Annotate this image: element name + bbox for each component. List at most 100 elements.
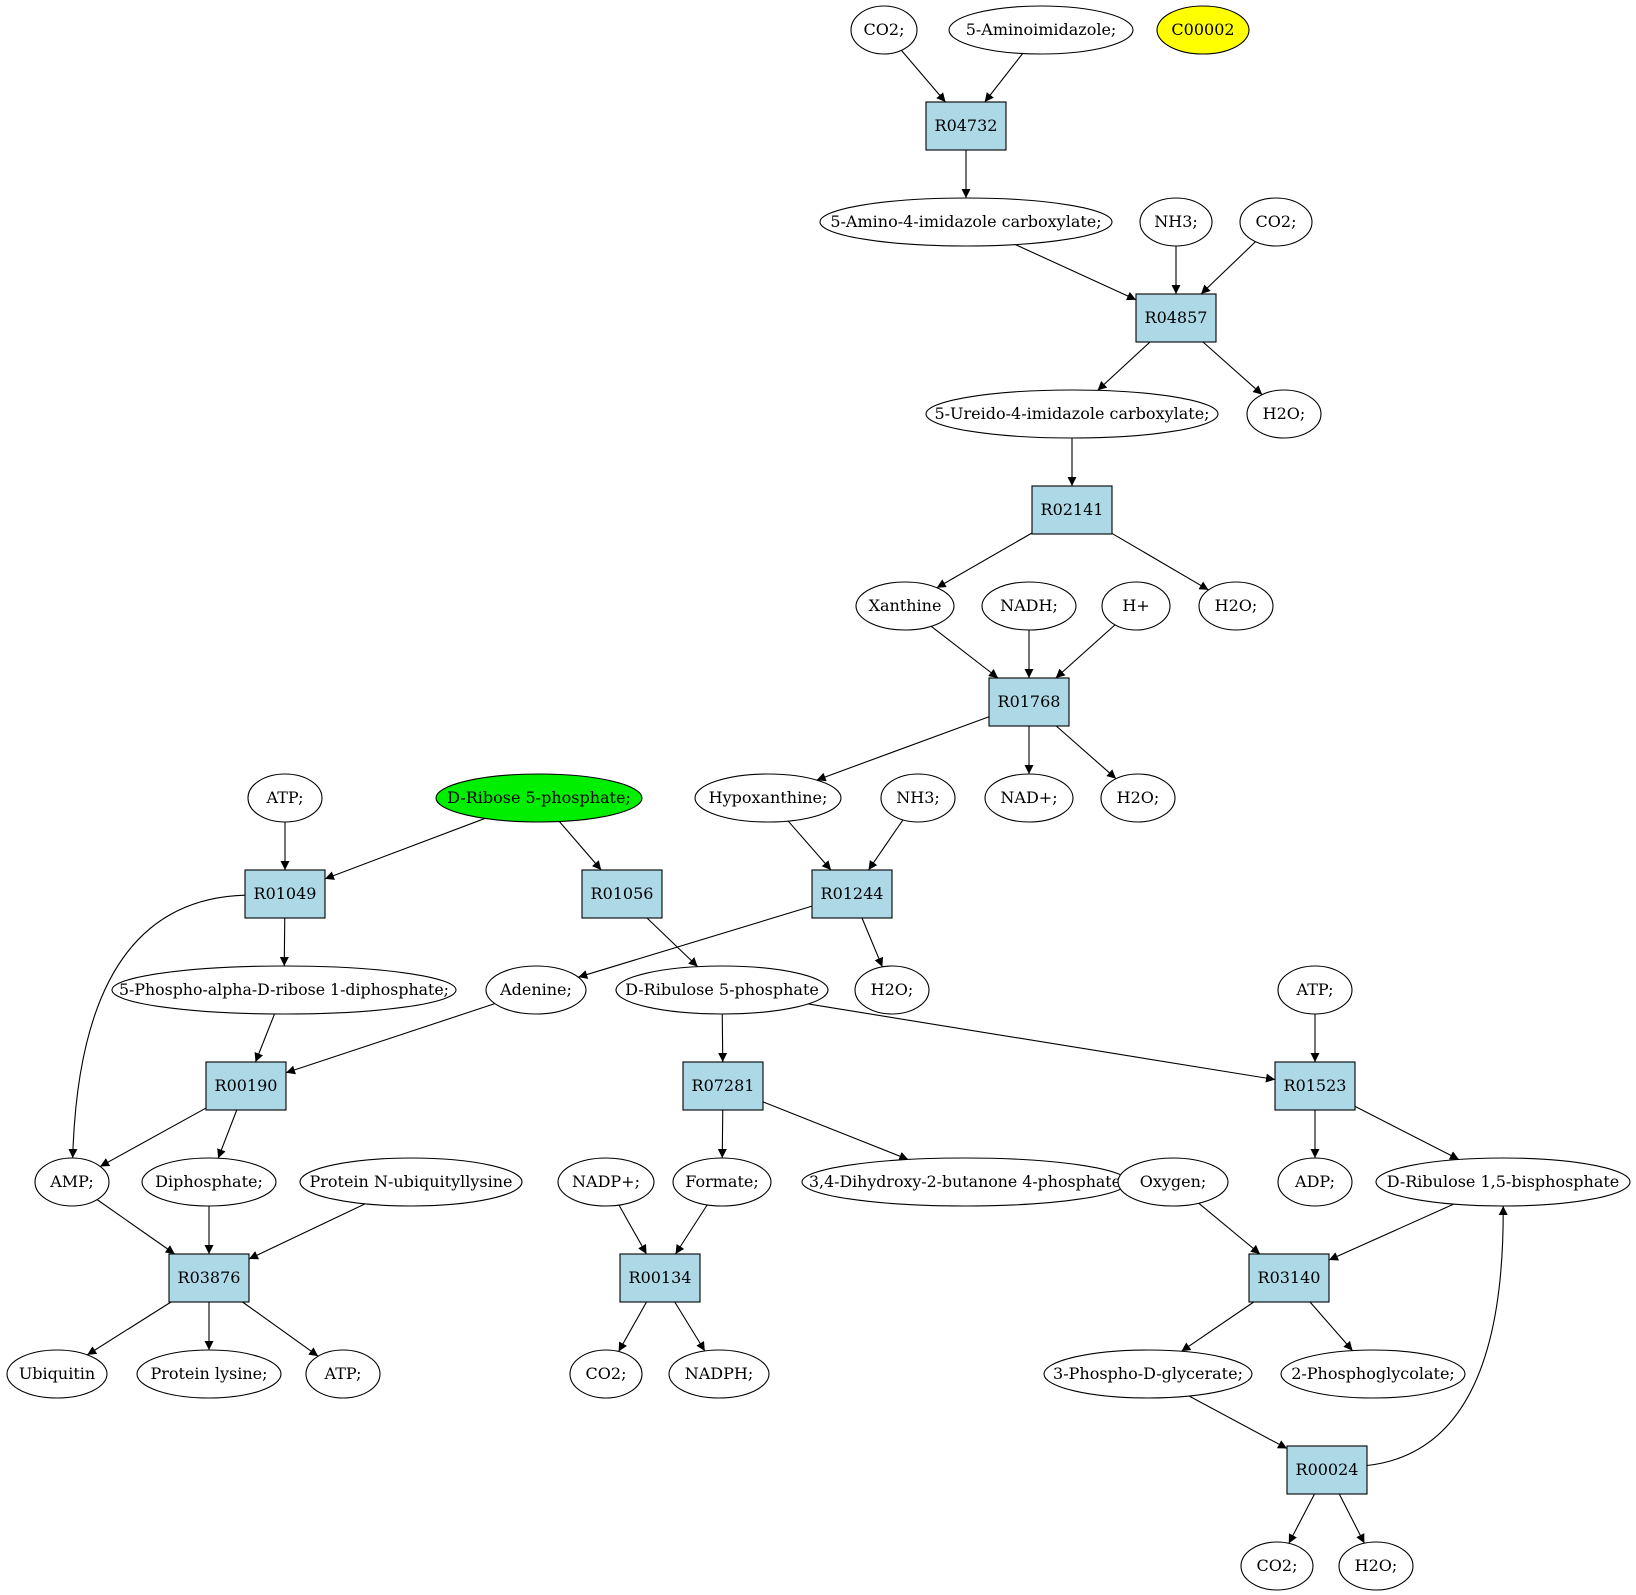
compound-node-dhbp[interactable]: 3,4-Dihydroxy-2-butanone 4-phosphate — [801, 1157, 1129, 1207]
compound-node-atp_a[interactable]: ATP; — [247, 773, 323, 823]
compound-node-ribose5p[interactable]: D-Ribose 5-phosphate; — [435, 773, 643, 823]
compound-node-atp_c[interactable]: ATP; — [305, 1349, 381, 1399]
edge-R01768-to-hypoxanthine — [816, 716, 990, 782]
compound-node-diphosphate[interactable]: Diphosphate; — [141, 1157, 277, 1207]
compound-node-prpp[interactable]: 5-Phospho-alpha-D-ribose 1-diphosphate; — [111, 965, 457, 1015]
node-label-prot_ubiq: Protein N-ubiquityllysine — [309, 1172, 512, 1191]
compound-ellipse — [1139, 197, 1213, 247]
edge-R01523-to-rubp — [1354, 1105, 1460, 1160]
compound-node-pglycolate[interactable]: 2-Phosphoglycolate; — [1280, 1349, 1466, 1399]
reaction-node-R02141[interactable]: R02141 — [1031, 485, 1113, 535]
compound-ellipse — [569, 1349, 643, 1399]
compound-node-amino_carbox[interactable]: 5-Amino-4-imidazole carboxylate; — [819, 197, 1113, 247]
compound-node-ureido_carbox[interactable]: 5-Ureido-4-imidazole carboxylate; — [925, 389, 1219, 439]
reaction-node-R01056[interactable]: R01056 — [581, 869, 663, 919]
node-label-rubp: D-Ribulose 1,5-bisphosphate — [1387, 1172, 1620, 1191]
compound-ellipse — [981, 581, 1077, 631]
edge-prot_ubiq-to-R03876 — [248, 1203, 366, 1260]
reaction-node-R01049[interactable]: R01049 — [244, 869, 326, 919]
compound-node-h2o_c[interactable]: H2O; — [1100, 773, 1176, 823]
compound-node-co2_c[interactable]: CO2; — [569, 1349, 643, 1399]
compound-node-h2o_e[interactable]: H2O; — [1338, 1541, 1414, 1591]
reaction-node-R01768[interactable]: R01768 — [988, 677, 1070, 727]
reaction-node-R00134[interactable]: R00134 — [619, 1253, 701, 1303]
compound-node-adenine[interactable]: Adenine; — [485, 965, 587, 1015]
compound-ellipse — [34, 1157, 110, 1207]
edge-ribulose5p-to-R07281 — [718, 1013, 728, 1063]
node-label-R01056: R01056 — [591, 884, 654, 903]
compound-node-nh3_a[interactable]: NH3; — [1139, 197, 1213, 247]
node-label-nadph: NADPH; — [685, 1364, 754, 1383]
edge-rubp-to-R03140 — [1328, 1203, 1454, 1261]
compound-ellipse — [305, 1349, 381, 1399]
reaction-node-R01523[interactable]: R01523 — [1274, 1061, 1356, 1111]
compound-node-nadplus_a[interactable]: NAD+; — [984, 773, 1074, 823]
reaction-box — [811, 869, 893, 919]
compound-node-formate[interactable]: Formate; — [672, 1157, 772, 1207]
edge-adenine-to-R00190 — [285, 1003, 496, 1075]
compound-node-prot_lys[interactable]: Protein lysine; — [136, 1349, 282, 1399]
node-label-c00002: C00002 — [1171, 20, 1234, 39]
edge-hypoxanthine-to-R01244 — [787, 820, 832, 871]
compound-node-hplus[interactable]: H+ — [1101, 581, 1171, 631]
compound-node-co2_d[interactable]: CO2; — [1240, 1541, 1314, 1591]
compound-node-nadp[interactable]: NADP+; — [557, 1157, 655, 1207]
compound-node-nadh[interactable]: NADH; — [981, 581, 1077, 631]
compound-node-nh3_b[interactable]: NH3; — [880, 773, 956, 823]
node-label-R01523: R01523 — [1284, 1076, 1347, 1095]
compound-node-ubiquitin[interactable]: Ubiquitin — [6, 1349, 108, 1399]
compound-ellipse — [668, 1349, 770, 1399]
compound-ellipse — [1117, 1157, 1229, 1207]
compound-node-c00002[interactable]: C00002 — [1156, 5, 1250, 55]
compound-node-amp[interactable]: AMP; — [34, 1157, 110, 1207]
node-label-R01049: R01049 — [254, 884, 317, 903]
reaction-box — [619, 1253, 701, 1303]
reaction-node-R00190[interactable]: R00190 — [205, 1061, 287, 1111]
compound-node-h2o_d[interactable]: H2O; — [854, 965, 930, 1015]
compound-node-h2o_a[interactable]: H2O; — [1246, 389, 1322, 439]
compound-node-pga[interactable]: 3-Phospho-D-glycerate; — [1043, 1349, 1253, 1399]
compound-node-co2_b[interactable]: CO2; — [1239, 197, 1313, 247]
reaction-box — [1135, 293, 1217, 343]
compound-ellipse — [1277, 965, 1353, 1015]
edge-xanthine-to-R01768 — [930, 625, 999, 679]
reaction-node-R03140[interactable]: R03140 — [1248, 1253, 1330, 1303]
compound-node-atp_b[interactable]: ATP; — [1277, 965, 1353, 1015]
compound-node-hypoxanthine[interactable]: Hypoxanthine; — [694, 773, 842, 823]
compound-node-h2o_b[interactable]: H2O; — [1198, 581, 1274, 631]
edge-R01049-to-amp — [68, 894, 246, 1159]
edge-oxygen-to-R03140 — [1198, 1202, 1261, 1255]
node-label-nadplus_a: NAD+; — [1000, 788, 1057, 807]
compound-node-rubp[interactable]: D-Ribulose 1,5-bisphosphate — [1375, 1157, 1631, 1207]
reaction-node-R04732[interactable]: R04732 — [925, 101, 1007, 151]
compound-node-co2_a[interactable]: CO2; — [850, 5, 918, 55]
compound-node-ribulose5p[interactable]: D-Ribulose 5-phosphate — [615, 965, 829, 1015]
node-label-atp_b: ATP; — [1296, 980, 1334, 999]
edge-ribose5p-to-R01049 — [324, 817, 486, 880]
node-label-h2o_e: H2O; — [1355, 1556, 1398, 1575]
compound-node-oxygen[interactable]: Oxygen; — [1117, 1157, 1229, 1207]
node-label-nadh: NADH; — [1000, 596, 1058, 615]
reaction-box — [244, 869, 326, 919]
compound-ellipse — [1100, 773, 1176, 823]
reaction-node-R07281[interactable]: R07281 — [682, 1061, 764, 1111]
compound-node-xanthine[interactable]: Xanthine — [855, 581, 955, 631]
reaction-node-R01244[interactable]: R01244 — [811, 869, 893, 919]
reaction-node-R00024[interactable]: R00024 — [1286, 1445, 1368, 1495]
compound-node-adp[interactable]: ADP; — [1277, 1157, 1353, 1207]
node-label-adenine: Adenine; — [499, 980, 572, 999]
reaction-node-R04857[interactable]: R04857 — [1135, 293, 1217, 343]
edge-nadp-to-R00134 — [618, 1204, 647, 1255]
compound-node-prot_ubiq[interactable]: Protein N-ubiquityllysine — [299, 1157, 523, 1207]
reaction-node-R03876[interactable]: R03876 — [168, 1253, 250, 1303]
node-label-dhbp: 3,4-Dihydroxy-2-butanone 4-phosphate — [809, 1172, 1121, 1191]
compound-ellipse — [855, 581, 955, 631]
node-label-ubiquitin: Ubiquitin — [19, 1364, 95, 1383]
edge-R00134-to-nadph — [674, 1301, 706, 1352]
compound-node-aminoimidazole[interactable]: 5-Aminoimidazole; — [948, 5, 1134, 55]
node-label-R04857: R04857 — [1145, 308, 1208, 327]
compound-node-nadph[interactable]: NADPH; — [668, 1349, 770, 1399]
node-label-h2o_a: H2O; — [1263, 404, 1306, 423]
compound-ellipse — [136, 1349, 282, 1399]
node-label-ribose5p: D-Ribose 5-phosphate; — [447, 788, 631, 807]
